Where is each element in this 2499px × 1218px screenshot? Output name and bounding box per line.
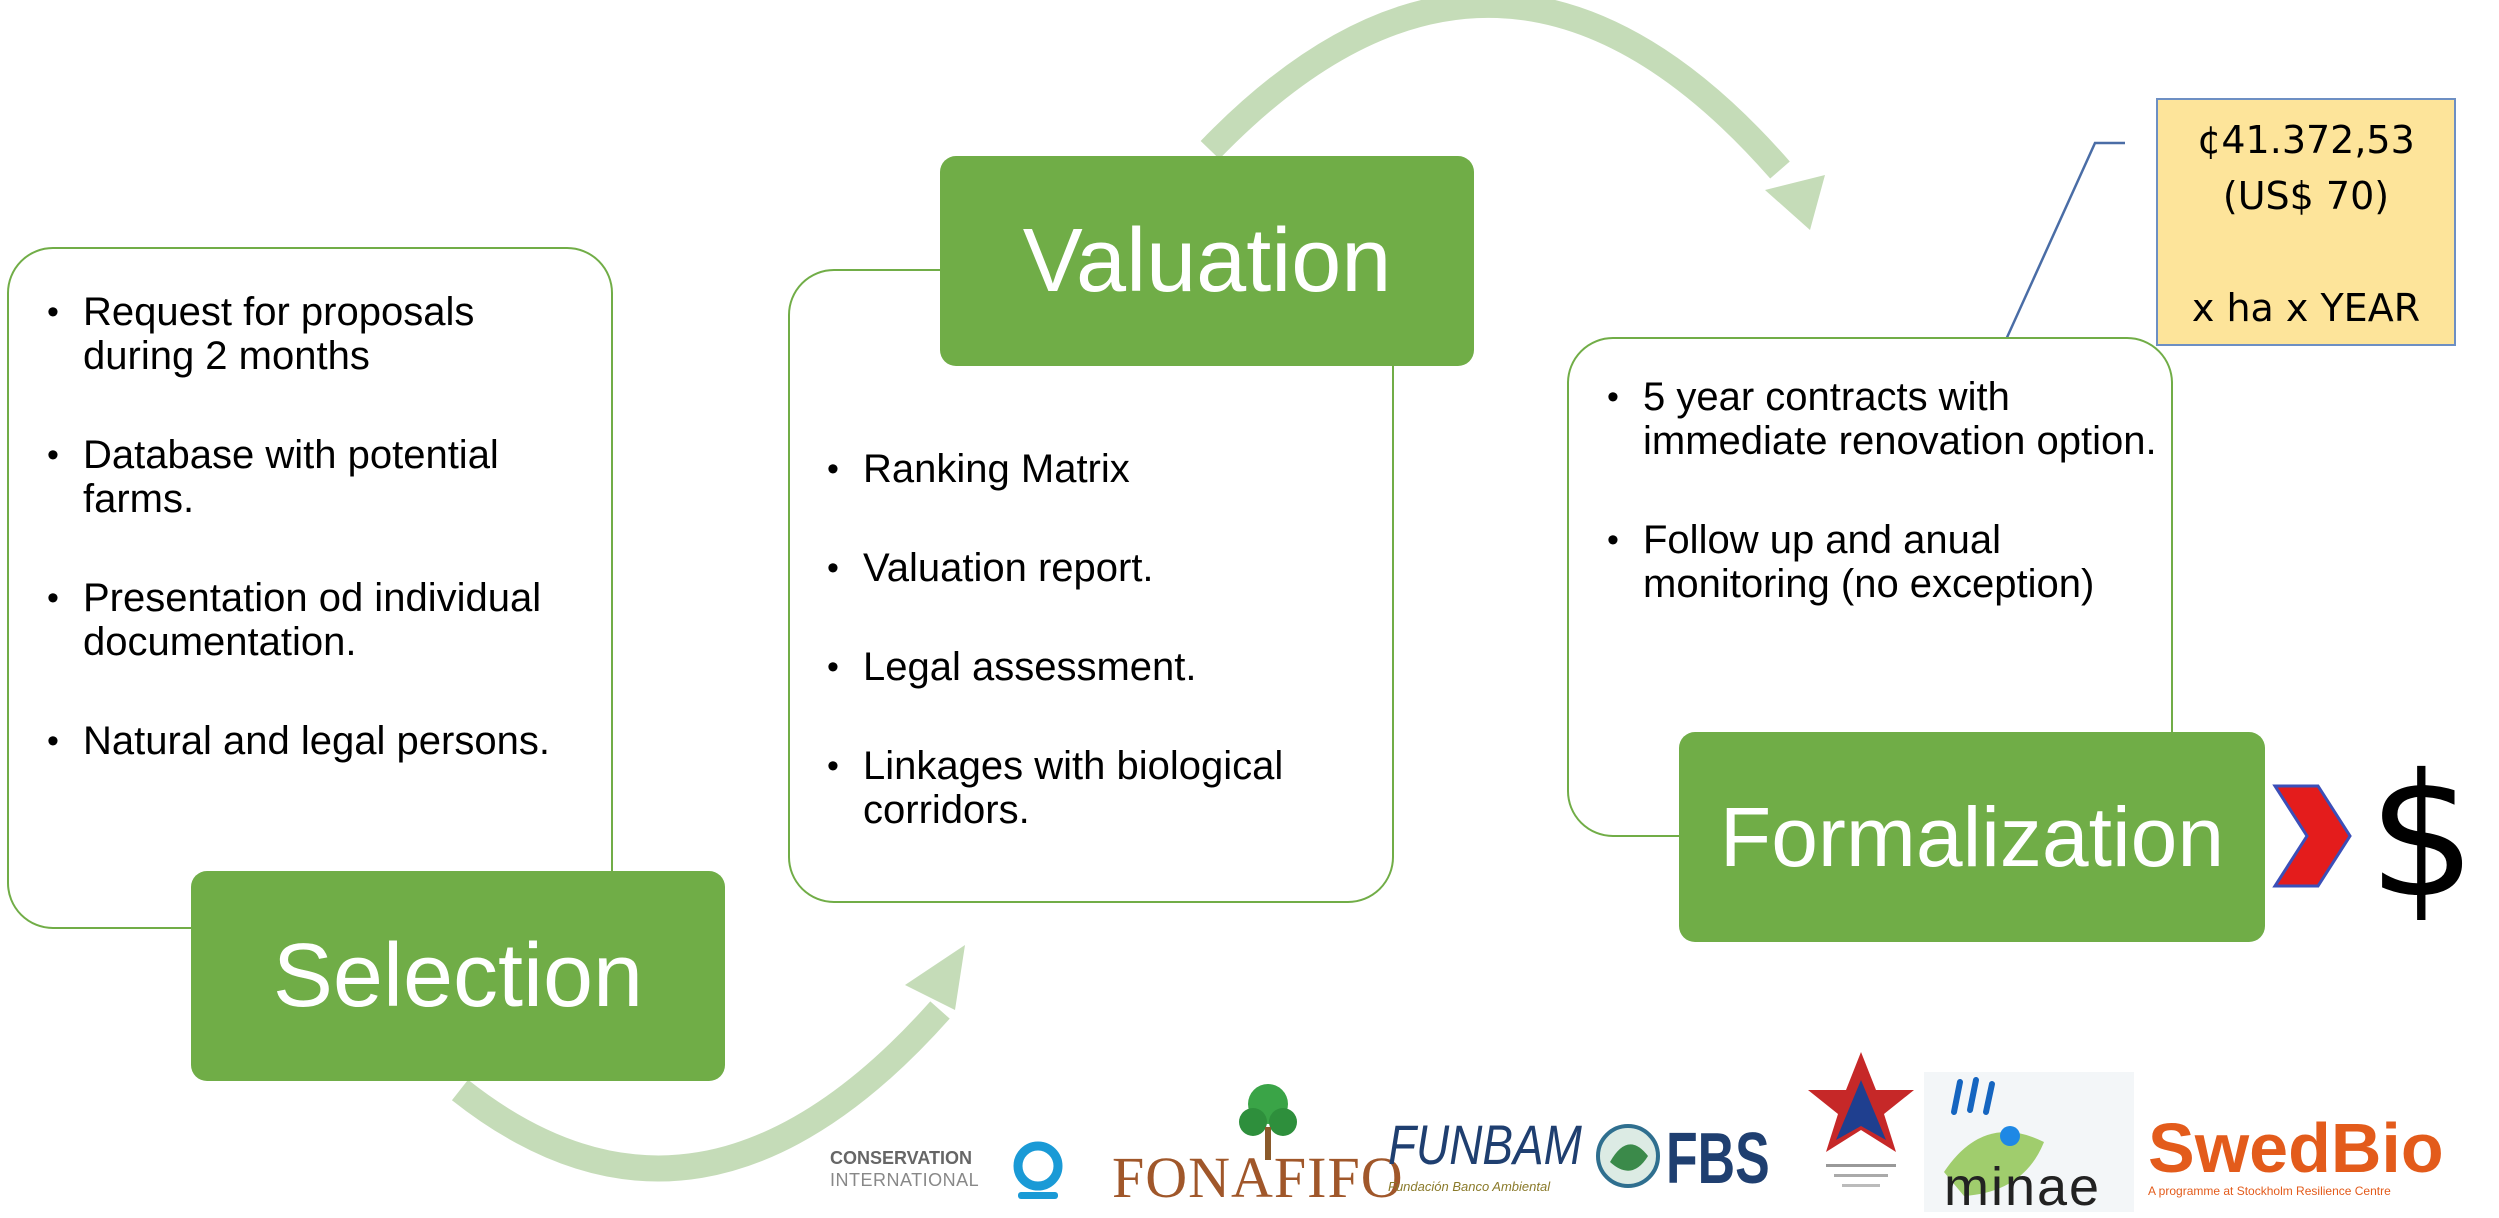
selection-bullet: Request for proposals during 2 months: [47, 290, 587, 378]
price-callout: ¢41.372,53 (US$ 70) x ha x YEAR: [2156, 98, 2456, 346]
swedbio-logo: SwedBio A programme at Stockholm Resilie…: [2148, 1109, 2444, 1198]
top-arrowhead: [1765, 175, 1825, 230]
price-amount: ¢41.372,53: [2197, 118, 2415, 162]
selection-bullet: Presentation od individual documentation…: [47, 576, 587, 664]
bottom-curved-arrow: [451, 1001, 950, 1182]
fbs-logo: FBS: [1592, 1112, 1792, 1202]
formalization-bullet: Follow up and anual monitoring (no excep…: [1607, 518, 2167, 606]
valuation-bullet: Ranking Matrix: [827, 447, 1367, 491]
fonafifo-logo: FONAFIFO: [1112, 1082, 1403, 1210]
formalization-tag: Formalization: [1679, 732, 2265, 942]
bottom-arrowhead: [905, 945, 965, 1010]
callout-leader-line: [1988, 141, 2125, 376]
price-unit: x ha x YEAR: [2191, 286, 2421, 330]
valuation-bullet: Legal assessment.: [827, 645, 1367, 689]
conservation-international-logo: CONSERVATION INTERNATIONAL: [830, 1140, 1075, 1200]
valuation-bullet: Linkages with biological corridors.: [827, 744, 1367, 832]
valuation-bullet-list: Ranking Matrix Valuation report. Legal a…: [827, 447, 1367, 887]
price-usd: (US$ 70): [2222, 174, 2390, 218]
valuation-tag: Valuation: [940, 156, 1474, 366]
selection-bullet: Database with potential farms.: [47, 433, 587, 521]
formalization-bullet: 5 year contracts with immediate renovati…: [1607, 375, 2167, 463]
government-emblem-logo: [1806, 1052, 1916, 1202]
selection-bullet-list: Request for proposals during 2 months Da…: [47, 290, 587, 818]
formalization-bullet-list: 5 year contracts with immediate renovati…: [1607, 375, 2167, 661]
selection-tag: Selection: [191, 871, 725, 1081]
valuation-bullet: Valuation report.: [827, 546, 1367, 590]
minae-logo: minae: [1924, 1072, 2134, 1217]
selection-bullet: Natural and legal persons.: [47, 719, 587, 763]
dollar-sign: $: [2368, 738, 2477, 936]
top-curved-arrow: [1200, 0, 1790, 179]
funbam-logo: FUNBAM Fundación Banco Ambiental: [1388, 1113, 1582, 1194]
